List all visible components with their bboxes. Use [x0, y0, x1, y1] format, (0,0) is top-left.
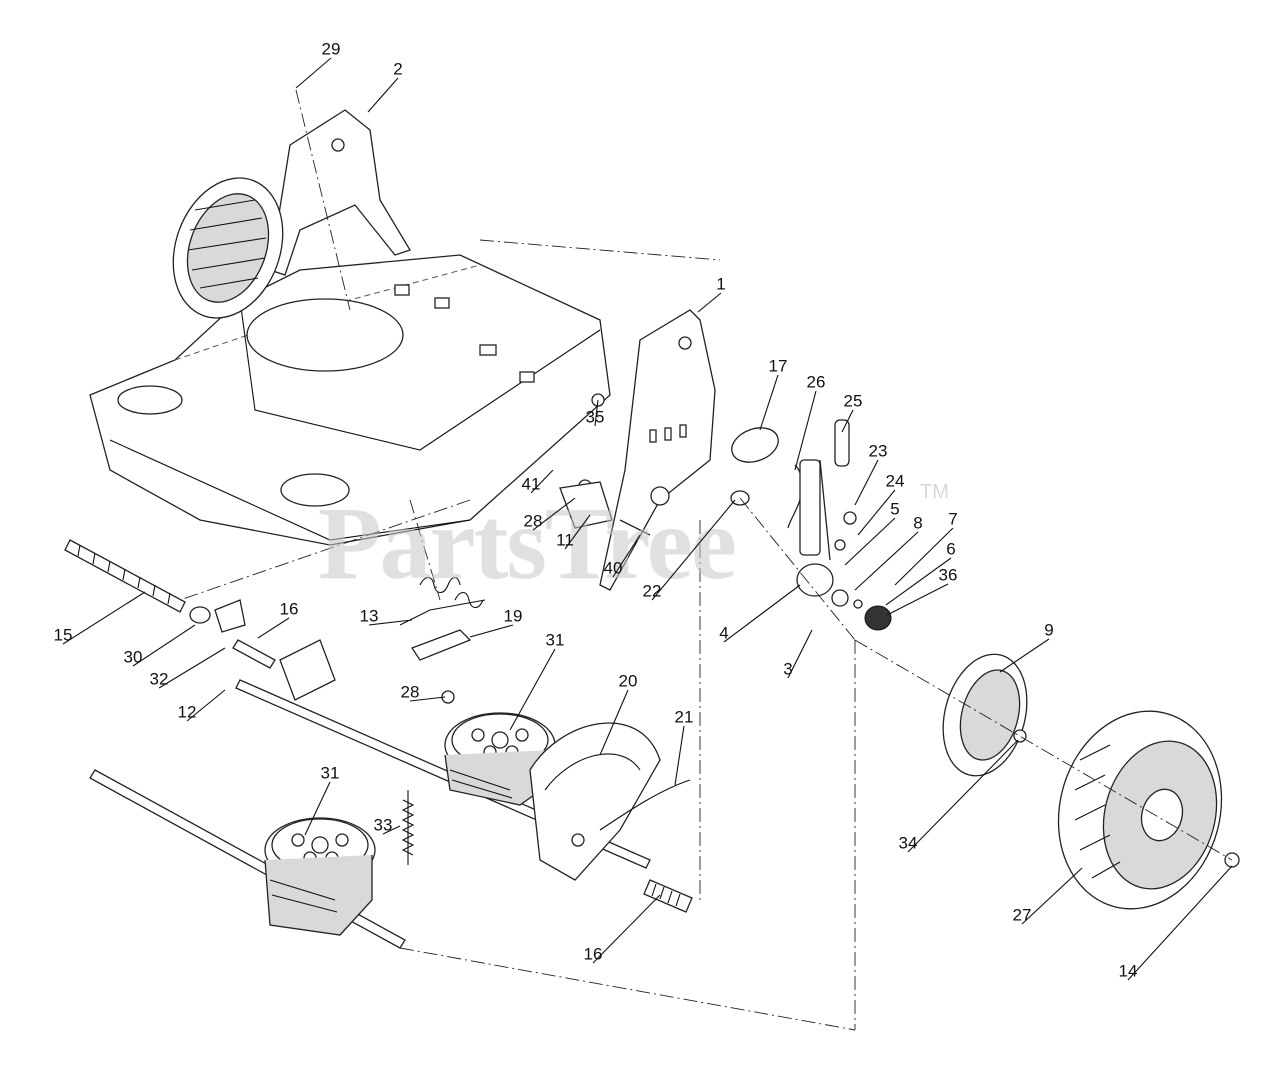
callout-label-41: 41	[522, 474, 541, 493]
callout-label-29: 29	[322, 39, 341, 58]
chassis-frame	[89, 254, 611, 546]
callout-label-28: 28	[524, 511, 543, 530]
callout-leader-7	[894, 527, 954, 586]
callout-leader-3	[787, 629, 813, 679]
callout-leader-2	[367, 77, 399, 113]
callout-label-16: 16	[584, 944, 603, 963]
callout-leader-14	[1127, 865, 1233, 981]
callout-label-4: 4	[719, 623, 728, 642]
callout-label-9: 9	[1044, 620, 1053, 639]
transmission-lower	[264, 817, 376, 936]
shift-quadrant	[529, 722, 691, 881]
callout-leader-11	[564, 514, 591, 550]
callout-leader-33	[382, 825, 401, 835]
callout-leader-13	[368, 619, 413, 626]
callout-leader-15	[62, 591, 146, 645]
transmission-upper	[444, 712, 556, 806]
callout-label-26: 26	[807, 372, 826, 391]
callout-leader-26	[794, 390, 817, 471]
callout-label-27: 27	[1013, 905, 1032, 924]
wheel-hub	[942, 653, 1028, 777]
callout-leader-29	[295, 57, 332, 89]
callout-leader-35	[594, 399, 599, 427]
springs-and-levers	[399, 576, 486, 704]
callout-leader-28	[532, 497, 576, 531]
callout-leader-30	[132, 624, 196, 667]
callout-label-28: 28	[401, 682, 420, 701]
watermark: PartsTree	[318, 486, 735, 601]
extension-spring	[401, 790, 415, 865]
callout-label-21: 21	[675, 707, 694, 726]
callout-label-1: 1	[716, 274, 725, 293]
callout-label-12: 12	[178, 702, 197, 721]
rear-wheel-upper	[172, 177, 284, 319]
watermark-tm: TM	[920, 481, 949, 503]
callout-label-3: 3	[783, 659, 792, 678]
callout-leader-27	[1021, 867, 1083, 925]
callout-label-5: 5	[890, 499, 899, 518]
callout-leader-20	[599, 689, 629, 756]
callout-label-11: 11	[556, 530, 574, 549]
callout-leader-5	[844, 517, 896, 566]
callout-label-16: 16	[280, 599, 299, 618]
callout-leader-9	[999, 638, 1050, 673]
callout-leader-6	[885, 557, 952, 606]
callout-label-36: 36	[939, 565, 958, 584]
assembly-lines	[179, 89, 1233, 1031]
callout-label-2: 2	[393, 59, 402, 78]
callout-label-35: 35	[586, 407, 605, 426]
shift-parts	[559, 393, 892, 631]
callout-leader-21	[674, 725, 685, 786]
callout-leader-23	[854, 459, 879, 506]
callout-leader-17	[759, 374, 779, 431]
callout-leader-25	[841, 409, 854, 433]
coupler-spring	[643, 879, 693, 913]
callout-label-25: 25	[844, 391, 863, 410]
callout-leader-16	[257, 617, 290, 639]
callout-leader-22	[651, 499, 736, 601]
handle-bracket	[269, 109, 411, 276]
callout-leader-16	[592, 894, 661, 964]
wheel-right	[1057, 710, 1240, 910]
callout-label-17: 17	[769, 356, 788, 375]
callout-label-8: 8	[913, 513, 922, 532]
callout-label-14: 14	[1119, 961, 1138, 980]
callout-label-31: 31	[321, 763, 340, 782]
callout-leader-8	[854, 531, 919, 591]
callout-leader-12	[186, 689, 226, 722]
callout-leader-34	[907, 739, 1019, 853]
callout-leader-36	[886, 583, 949, 616]
callout-leader-31	[509, 648, 556, 731]
threaded-rod	[64, 539, 276, 669]
callout-leader-19	[469, 624, 514, 638]
callout-label-6: 6	[946, 539, 955, 558]
callout-leader-31	[304, 781, 331, 836]
callout-leader-24	[857, 489, 896, 536]
callout-label-19: 19	[504, 606, 523, 625]
callout-label-24: 24	[886, 471, 905, 490]
callout-leader-40	[612, 534, 641, 578]
callout-label-31: 31	[546, 630, 565, 649]
callout-leader-41	[530, 469, 554, 494]
callout-label-33: 33	[374, 815, 393, 834]
callout-label-40: 40	[604, 558, 623, 577]
callout-label-7: 7	[948, 509, 957, 528]
callout-label-20: 20	[619, 671, 638, 690]
callout-label-22: 22	[643, 581, 662, 600]
callout-leader-28	[409, 696, 446, 702]
callout-label-15: 15	[54, 625, 73, 644]
callout-leader-32	[158, 647, 226, 689]
side-plate	[599, 309, 716, 591]
callout-leader-1	[697, 292, 722, 313]
callout-leader-4	[723, 584, 801, 643]
callout-label-13: 13	[360, 606, 379, 625]
callout-label-23: 23	[869, 441, 888, 460]
callout-label-30: 30	[124, 647, 143, 666]
callout-label-34: 34	[899, 833, 918, 852]
callout-label-32: 32	[150, 669, 169, 688]
